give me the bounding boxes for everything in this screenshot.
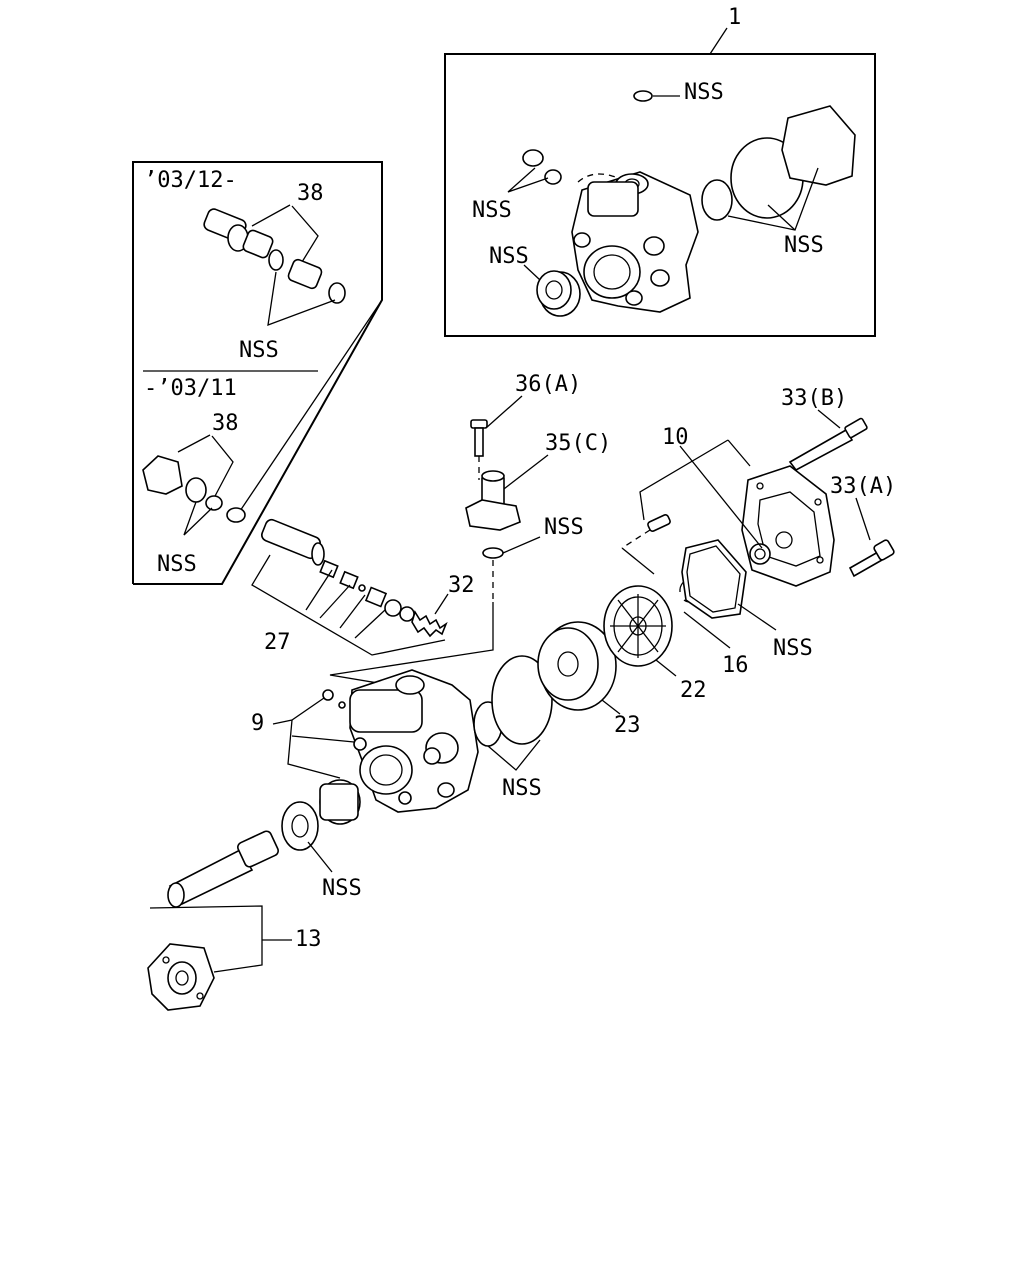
cam-ring: 23 [537,621,641,738]
pulley-flange [147,943,215,1011]
nss-label-box-seal: NSS [489,244,529,269]
pump-body-in-box [571,171,699,313]
snap-ring: 16 [679,579,749,678]
bolt-33a: 33(A) [830,474,896,578]
bolt-33b: 33(B) [781,386,868,472]
connector-fitting: 36(A) 35(C) NSS [329,372,611,691]
oil-seal: NSS [281,801,362,901]
flow-control-valve: 27 32 [251,518,475,656]
gasket: NSS [681,539,813,661]
pump-body: 9 [251,669,479,825]
ref-1-label: 1 [728,5,741,30]
nss-label-box-left: NSS [472,198,512,223]
nss-label-valve-new: NSS [239,338,279,363]
rotor: 22 [603,585,707,703]
ref-9-label: 9 [251,711,264,736]
date-range-new: ’03/12- [144,168,237,193]
o-rings-pair: NSS [473,655,553,801]
ref-27-label: 27 [264,630,291,655]
valve-inset: ’03/12- -’03/11 38 NSS 38 NSS [132,161,383,585]
ref-33a-label: 33(A) [830,474,896,499]
ref-33b-label: 33(B) [781,386,847,411]
ref-13-label: 13 [295,927,322,952]
ref-36a-label: 36(A) [515,372,581,397]
ref-32-label: 32 [448,573,475,598]
ref-23-label: 23 [614,713,641,738]
nss-label-connector: NSS [544,515,584,540]
nss-label-valve-old: NSS [157,552,197,577]
dowel-pin [621,439,729,575]
ref-35c-label: 35(C) [545,431,611,456]
ref-38-label-new: 38 [297,181,324,206]
assembly-box-1: 1 NSS NSS NSS [444,5,876,337]
rear-cover: 10 [662,425,835,587]
nss-label-orings: NSS [502,776,542,801]
ref-10-label: 10 [662,425,689,450]
nss-label-box-right: NSS [784,233,824,258]
nss-label-gasket: NSS [773,636,813,661]
ref-16-label: 16 [722,653,749,678]
ref-38-label-old: 38 [212,411,239,436]
nss-label-box-top: NSS [684,80,724,105]
ref-22-label: 22 [680,678,707,703]
date-range-old: -’03/11 [144,376,237,401]
drive-shaft: 13 [149,830,322,973]
nss-label-seal: NSS [322,876,362,901]
